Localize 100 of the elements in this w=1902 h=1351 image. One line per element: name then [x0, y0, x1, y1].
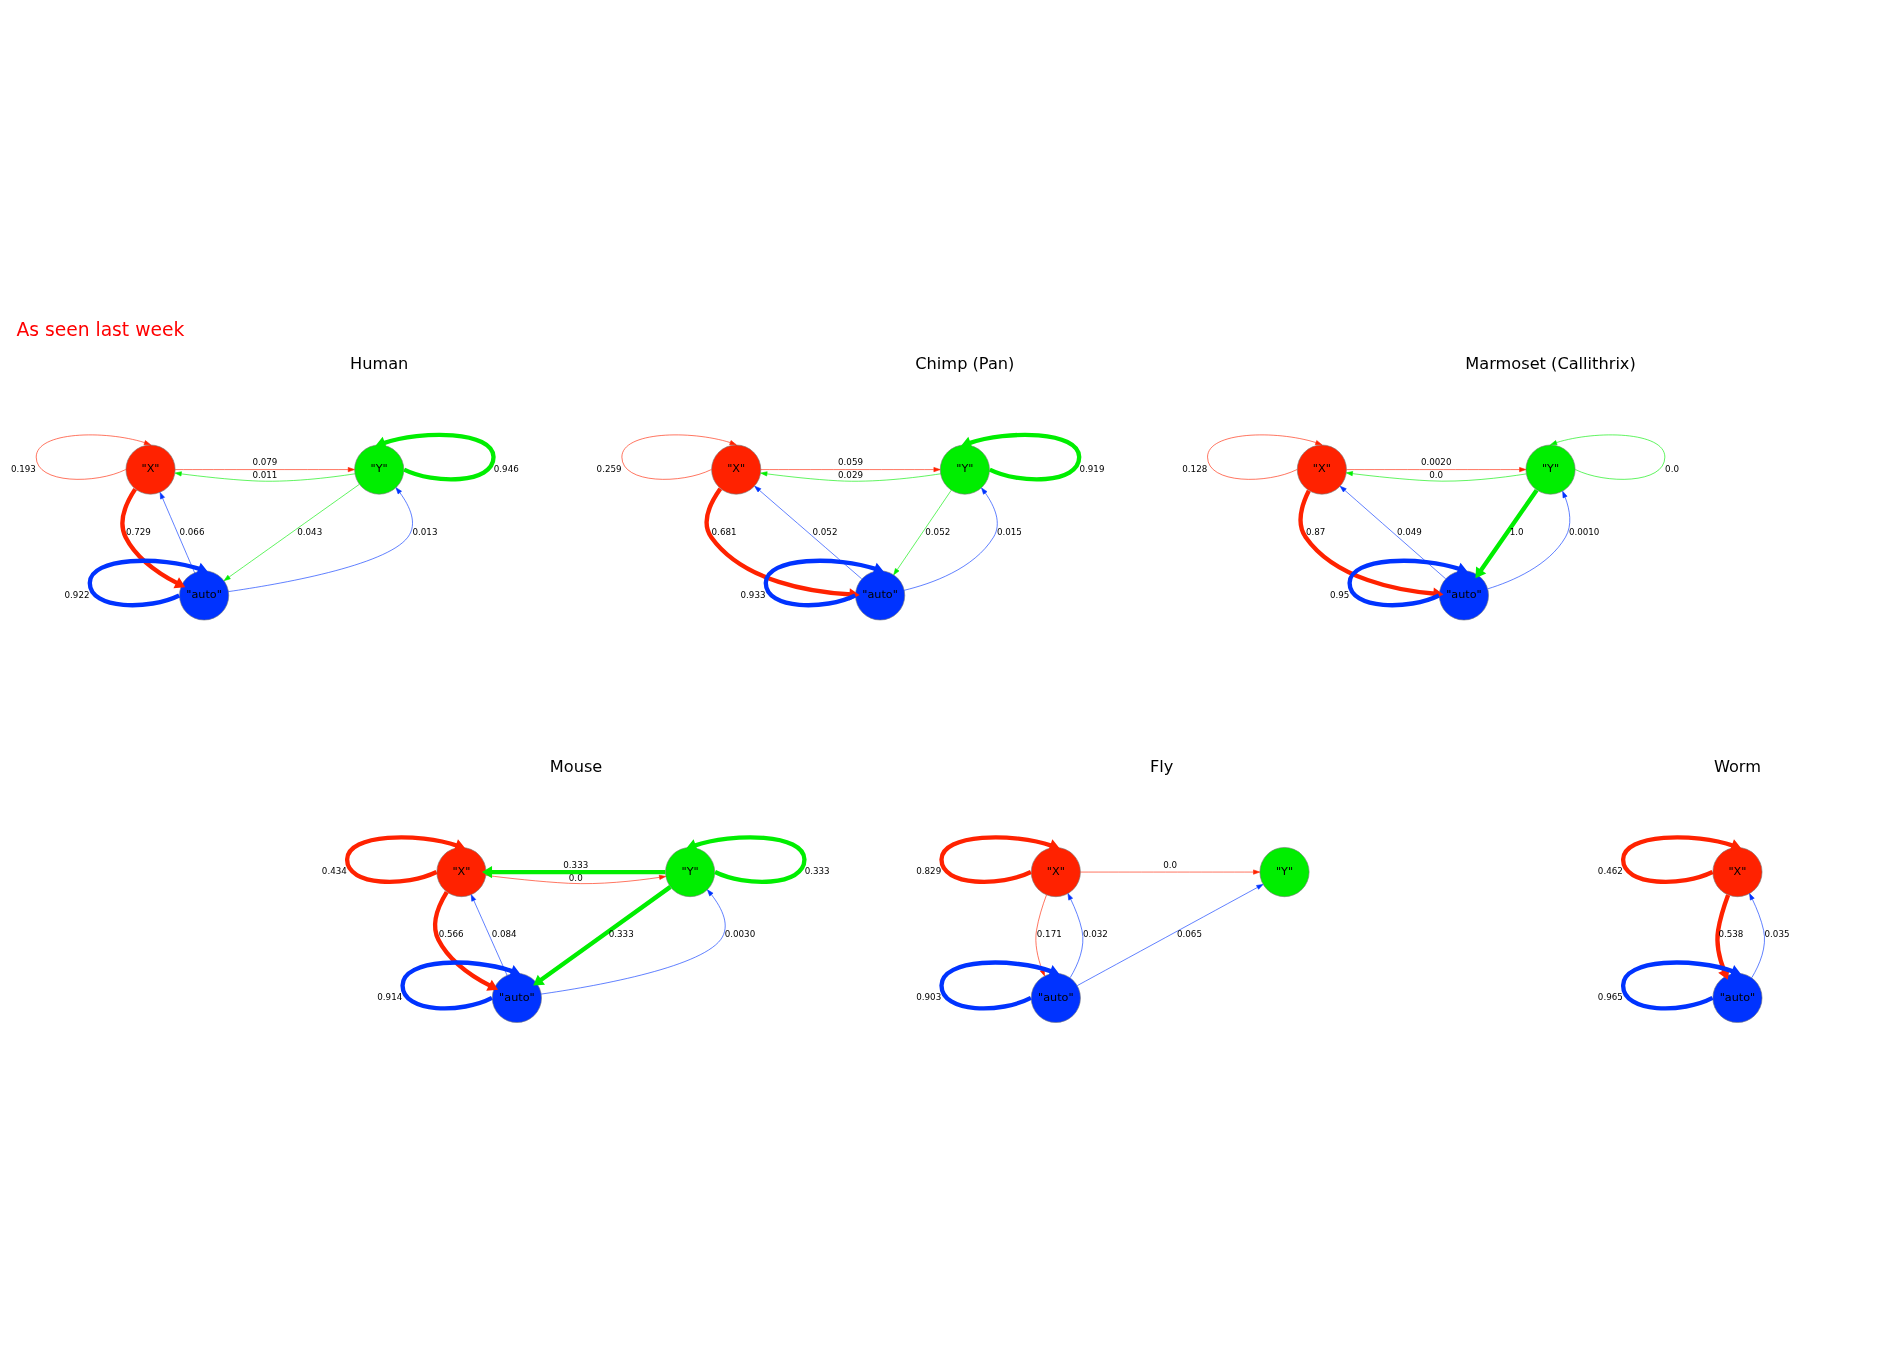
- arrow: [344, 835, 466, 884]
- arrow: [228, 487, 413, 592]
- arrow: [470, 894, 508, 976]
- arrow: [1080, 869, 1261, 875]
- edge-label: 0.965: [1597, 992, 1623, 1003]
- edge-label: 0.029: [838, 470, 864, 481]
- arrow: [223, 484, 360, 581]
- arrow: [540, 889, 726, 995]
- arrow: [174, 467, 355, 473]
- edge-label: 0.065: [1176, 929, 1202, 940]
- arrow: [1346, 467, 1527, 473]
- arrow: [174, 471, 356, 482]
- arrow: [533, 885, 672, 986]
- arrow: [375, 432, 496, 482]
- edge-label: 0.0: [1163, 859, 1178, 870]
- node-circle: "auto": [1439, 570, 1489, 621]
- edge-label: 0.032: [1082, 929, 1108, 940]
- edge-label: 0.333: [608, 929, 634, 940]
- diagram-title: As seen last week: [16, 318, 185, 340]
- arrow: [1620, 835, 1742, 884]
- arrow: [1620, 960, 1742, 1011]
- arrow: [960, 432, 1082, 482]
- edge-label: 0.87: [1305, 526, 1326, 537]
- edge-label: 0.903: [916, 992, 942, 1003]
- edge-label: 0.193: [10, 463, 36, 474]
- node-circle: "Y": [1525, 444, 1576, 495]
- edge-label: 0.95: [1329, 589, 1350, 600]
- arrow: [400, 960, 521, 1011]
- edge-label: 0.0020: [1420, 457, 1452, 468]
- arrow: [1207, 434, 1323, 480]
- node-circle: "X": [1030, 847, 1081, 897]
- edge-label: 0.013: [412, 526, 438, 537]
- edge-label: 0.0: [568, 872, 583, 883]
- label: Mouse: [549, 756, 603, 776]
- edge-label: 0.333: [563, 859, 589, 870]
- arrow: [893, 489, 952, 576]
- label: Fly: [1150, 756, 1174, 776]
- edge-label: 0.0030: [724, 929, 756, 940]
- arrow: [120, 488, 186, 589]
- edge-label: 0.0: [1665, 463, 1679, 474]
- node-circle: "auto": [1712, 973, 1763, 1023]
- edge-label: 0.729: [125, 526, 151, 537]
- node-circle: "Y": [1259, 847, 1310, 897]
- edge-label: 0.079: [252, 457, 278, 468]
- node-circle: "auto": [491, 973, 542, 1023]
- edge-label: 0.015: [996, 526, 1022, 537]
- edge-label: 0.035: [1764, 929, 1790, 940]
- label: Marmoset (Callithrix): [1465, 354, 1636, 374]
- edge-label: 0.566: [438, 929, 464, 940]
- edge-label: 1.0: [1509, 526, 1524, 537]
- arrow: [1487, 491, 1571, 590]
- arrow: [763, 558, 885, 608]
- edge-label: 0.259: [596, 463, 622, 474]
- arrow: [1339, 485, 1446, 580]
- arrow: [1067, 893, 1084, 978]
- arrow: [159, 492, 195, 574]
- arrow: [903, 487, 998, 591]
- edge-label: 0.462: [1597, 866, 1623, 877]
- arrow: [1749, 893, 1765, 978]
- edge-label: 0.434: [321, 866, 347, 877]
- arrow: [1550, 434, 1666, 480]
- edge-label: 0.171: [1036, 929, 1062, 940]
- label: Human: [350, 354, 409, 374]
- node-circle: "X": [125, 444, 176, 495]
- arrow: [485, 874, 666, 884]
- arrow: [754, 485, 862, 580]
- arrow: [1347, 558, 1468, 608]
- label: Chimp (Pan): [915, 354, 1015, 374]
- edge-label: 0.919: [1079, 463, 1105, 474]
- arrow: [760, 467, 941, 473]
- edge-label: 0.681: [711, 526, 737, 537]
- arrow: [1346, 471, 1527, 482]
- edge-label: 0.933: [740, 589, 766, 600]
- edge-label: 0.0: [1429, 470, 1444, 481]
- edge-label: 0.922: [64, 589, 90, 600]
- edge-label: 0.084: [491, 929, 517, 940]
- label: Worm: [1713, 756, 1761, 776]
- edge-label: 0.011: [252, 470, 278, 481]
- edge-label: 0.914: [377, 992, 403, 1003]
- edge-label: 0.052: [925, 526, 951, 537]
- arrow: [621, 434, 737, 480]
- node-circle: "X": [436, 847, 487, 897]
- arrow: [1475, 488, 1539, 579]
- arrow: [87, 558, 209, 608]
- edge-label: 0.059: [838, 457, 864, 468]
- arrow: [433, 890, 499, 991]
- edge-label: 0.333: [804, 866, 830, 877]
- arrow: [481, 865, 666, 879]
- arrow: [939, 960, 1060, 1011]
- node-circle: "X": [1712, 847, 1763, 897]
- edge-label: 0.0010: [1568, 526, 1600, 537]
- edge-label: 0.829: [916, 866, 942, 877]
- arrow: [686, 835, 807, 884]
- edge-label: 0.066: [179, 526, 205, 537]
- arrow: [35, 434, 151, 480]
- node-circle: "auto": [1030, 973, 1081, 1023]
- edge-label: 0.128: [1182, 463, 1208, 474]
- arrow: [1076, 884, 1264, 986]
- edge-label: 0.052: [812, 526, 838, 537]
- edge-label: 0.043: [297, 526, 323, 537]
